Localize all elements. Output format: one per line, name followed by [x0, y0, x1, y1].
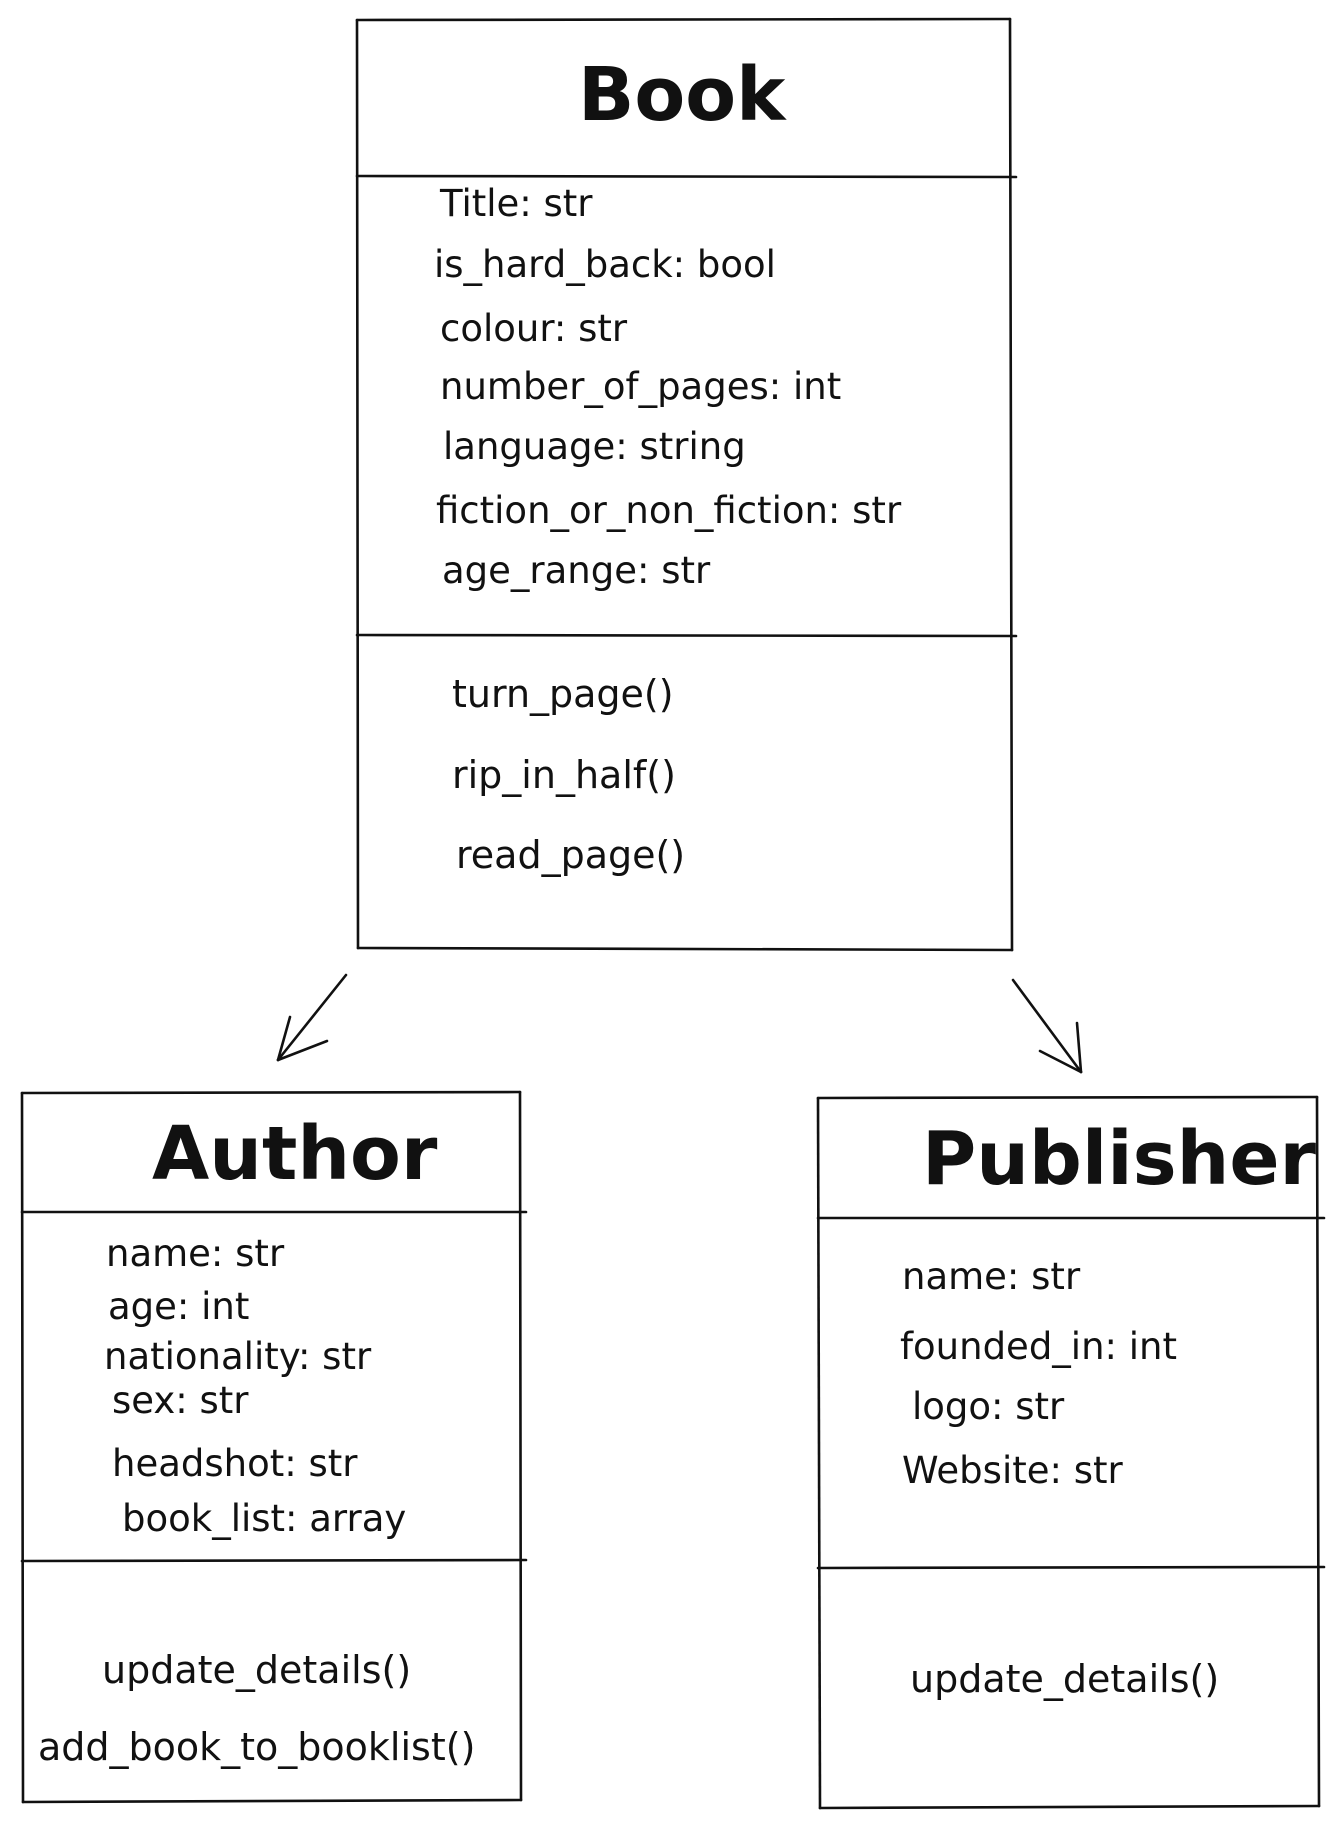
book-box-outline [355, 17, 1018, 952]
book-method: rip_in_half() [452, 753, 676, 797]
book-class-name: Book [578, 52, 786, 138]
arrow-book-to-publisher [1011, 978, 1083, 1074]
book-attributes-divider [355, 633, 1018, 638]
publisher-class-name: Publisher [922, 1116, 1317, 1202]
author-attribute: book_list: array [122, 1497, 407, 1540]
author-attributes-divider [20, 1558, 528, 1563]
book-title-divider [355, 174, 1018, 179]
author-attribute: nationality: str [104, 1335, 372, 1378]
book-attribute: age_range: str [442, 549, 711, 592]
book-attribute: language: string [443, 425, 746, 468]
book-attribute: colour: str [440, 307, 628, 350]
publisher-attribute: founded_in: int [900, 1325, 1177, 1368]
book-method: turn_page() [452, 672, 674, 716]
arrow-book-to-author [276, 973, 348, 1062]
publisher-attribute: logo: str [912, 1385, 1065, 1428]
book-attribute: is_hard_back: bool [434, 243, 776, 286]
book-attribute: Title: str [440, 182, 593, 225]
author-attribute: name: str [106, 1232, 285, 1275]
author-attribute: age: int [108, 1285, 250, 1328]
author-attribute: sex: str [112, 1379, 249, 1422]
book-attribute: number_of_pages: int [440, 365, 842, 408]
publisher-attribute: Website: str [902, 1449, 1123, 1492]
author-attribute: headshot: str [112, 1442, 358, 1485]
author-method: add_book_to_booklist() [38, 1725, 476, 1769]
book-method: read_page() [456, 833, 686, 877]
publisher-attributes-divider [816, 1565, 1326, 1570]
book-attribute: fiction_or_non_fiction: str [436, 489, 902, 532]
publisher-box-outline [816, 1095, 1326, 1810]
publisher-attribute: name: str [902, 1255, 1081, 1298]
author-class-name: Author [152, 1111, 438, 1197]
publisher-method: update_details() [910, 1657, 1220, 1701]
author-method: update_details() [102, 1648, 412, 1692]
author-box-outline [20, 1090, 528, 1804]
